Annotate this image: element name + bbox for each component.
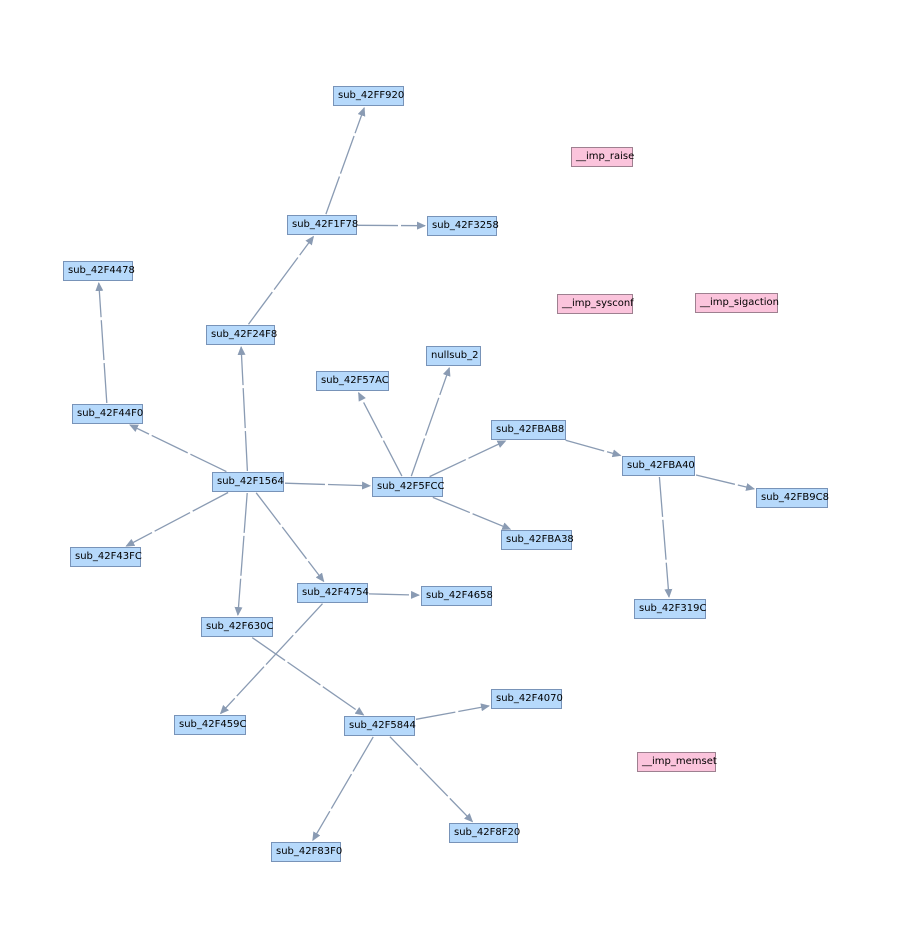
node-sub-42f8f20[interactable]: sub_42F8F20 [449, 823, 520, 843]
node-sub-42f459c[interactable]: sub_42F459C [174, 715, 246, 735]
edge-sub-42f1564-to-sub-42f24f8 [237, 346, 249, 472]
node-sub-42f57ac[interactable]: sub_42F57AC [316, 371, 389, 391]
node-sub-42f4070[interactable]: sub_42F4070 [491, 689, 563, 709]
edge-sub-42f5844-to-sub-42f8f20 [389, 736, 474, 823]
node-sub-42f630c[interactable]: sub_42F630C [201, 617, 273, 637]
node-imp-memset[interactable]: __imp_memset [637, 752, 717, 772]
node-sub-42f43fc[interactable]: sub_42F43FC [70, 547, 142, 567]
node-sub-42f3258[interactable]: sub_42F3258 [427, 216, 499, 236]
edge-sub-42fbab8-to-sub-42fba40 [565, 439, 622, 458]
edge-sub-42fba40-to-sub-42f319c [658, 476, 673, 598]
node-sub-42fbab8[interactable]: sub_42FBAB8 [491, 420, 566, 440]
node-sub-42f24f8[interactable]: sub_42F24F8 [206, 325, 277, 345]
node-sub-42fba38[interactable]: sub_42FBA38 [501, 530, 574, 550]
edge-sub-42f44f0-to-sub-42f4478 [95, 282, 108, 404]
edge-sub-42f5fcc-to-sub-42fbab8 [429, 440, 507, 478]
node-imp-sysconf[interactable]: __imp_sysconf [557, 294, 634, 314]
edge-sub-42f24f8-to-sub-42f1f78 [247, 235, 314, 325]
edge-sub-42f4754-to-sub-42f459c [219, 603, 323, 715]
edge-sub-42f1f78-to-sub-42ff920 [325, 106, 366, 215]
node-sub-42f5fcc[interactable]: sub_42F5FCC [372, 477, 444, 497]
node-sub-42f4478[interactable]: sub_42F4478 [63, 261, 135, 281]
edge-sub-42f630c-to-sub-42f5844 [251, 637, 365, 716]
edge-sub-42f4754-to-sub-42f4658 [368, 590, 420, 599]
edge-sub-42f1564-to-sub-42f43fc [125, 491, 229, 547]
edge-sub-42f5fcc-to-nullsub-2 [410, 366, 451, 477]
node-sub-42f1564[interactable]: sub_42F1564 [212, 472, 284, 492]
node-nullsub-2[interactable]: nullsub_2 [426, 346, 481, 366]
node-sub-42f5844[interactable]: sub_42F5844 [344, 716, 416, 736]
node-imp-sigaction[interactable]: __imp_sigaction [695, 293, 779, 313]
node-sub-42f319c[interactable]: sub_42F319C [634, 599, 706, 619]
edge-sub-42f1564-to-sub-42f4754 [255, 492, 325, 583]
edge-sub-42f5fcc-to-sub-42fba38 [432, 496, 512, 530]
node-sub-42ff920[interactable]: sub_42FF920 [333, 86, 404, 106]
node-sub-42f44f0[interactable]: sub_42F44F0 [72, 404, 143, 424]
node-sub-42fba40[interactable]: sub_42FBA40 [622, 456, 695, 476]
edge-sub-42f5fcc-to-sub-42f57ac [358, 391, 403, 477]
edge-sub-42f5844-to-sub-42f83f0 [312, 736, 374, 842]
edge-sub-42f5844-to-sub-42f4070 [415, 703, 490, 720]
node-sub-42f1f78[interactable]: sub_42F1F78 [287, 215, 358, 235]
node-imp-raise[interactable]: __imp_raise [571, 147, 634, 167]
edge-sub-42f1564-to-sub-42f630c [234, 492, 248, 616]
node-sub-42f4754[interactable]: sub_42F4754 [297, 583, 369, 603]
edge-sub-42fba40-to-sub-42fb9c8 [695, 474, 756, 491]
edge-sub-42f1564-to-sub-42f44f0 [129, 424, 227, 473]
node-sub-42f4658[interactable]: sub_42F4658 [421, 586, 493, 606]
edge-sub-42f1564-to-sub-42f5fcc [284, 481, 371, 490]
node-sub-42f83f0[interactable]: sub_42F83F0 [271, 842, 342, 862]
node-sub-42fb9c8[interactable]: sub_42FB9C8 [756, 488, 829, 508]
